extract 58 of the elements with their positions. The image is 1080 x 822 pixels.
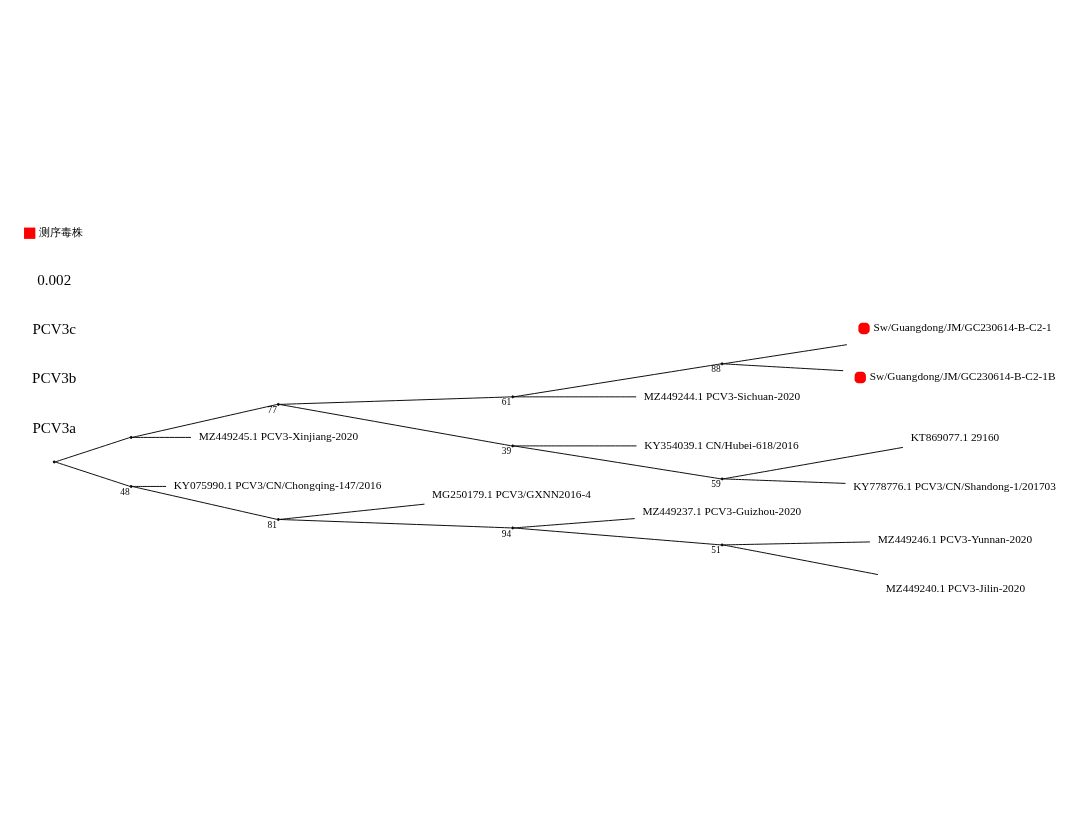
connector [131, 436, 192, 438]
connector [722, 446, 904, 480]
label: PCV3b [32, 370, 77, 387]
node-text: MZ449244.1 PCV3-Sichuan-2020 [643, 389, 801, 402]
node-point [276, 517, 280, 521]
label: PCV3a [32, 419, 76, 436]
connector [513, 518, 636, 529]
node-point [720, 543, 724, 547]
connector [279, 519, 513, 529]
node-label: 39 [501, 446, 512, 457]
node-label: 88 [711, 364, 721, 375]
node-label: 81 [267, 520, 277, 531]
node-point [129, 435, 133, 439]
node-text: KT869077.1 29160 [910, 431, 1000, 444]
node-label: 59 [711, 479, 721, 490]
node-point [720, 362, 724, 366]
node-text: MZ449245.1 PCV3-Xinjiang-2020 [198, 430, 359, 443]
node-text: MZ449237.1 PCV3-Guizhou-2020 [642, 504, 802, 517]
node-point [511, 444, 515, 448]
node-point [720, 477, 724, 481]
connector [131, 485, 167, 487]
node-text: KY075990.1 PCV3/CN/Chongqing-147/2016 [173, 479, 382, 492]
node-text: KY354039.1 CN/Hubei-618/2016 [644, 438, 799, 451]
connector [513, 445, 722, 480]
node-label: 94 [501, 528, 512, 539]
node-label: 61 [501, 397, 512, 408]
node-point [276, 402, 280, 406]
connector [513, 445, 637, 447]
connector [513, 396, 637, 398]
node-label: Sw/Guangdong/JM/GC230614-B-C2-1B [869, 370, 1056, 383]
connector [722, 344, 848, 365]
node-text: KY778776.1 PCV3/CN/Shandong-1/201703 [853, 480, 1056, 493]
connector [131, 403, 278, 438]
legend-label: 测序毒株 [39, 226, 84, 239]
node-text: MG250179.1 PCV3/GXNN2016-4 [432, 487, 591, 500]
node-label: 51 [711, 545, 721, 556]
node-text: MZ449240.1 PCV3-Jilin-2020 [885, 582, 1026, 595]
connector [279, 503, 425, 520]
label: PCV3c [32, 321, 76, 338]
node-text: MZ449246.1 PCV3-Yunnan-2020 [877, 533, 1033, 546]
node-label: 48 [120, 487, 130, 498]
connector [722, 541, 871, 546]
node-point [129, 484, 133, 488]
node-point [511, 526, 515, 530]
connector [131, 486, 278, 520]
connector [722, 363, 844, 372]
label: 0.002 [37, 272, 72, 289]
node-label: Sw/Guangdong/JM/GC230614-B-C2-1 [873, 321, 1052, 334]
node-point [511, 395, 515, 399]
connector [54, 437, 131, 463]
connector [722, 478, 846, 484]
connector [279, 403, 513, 447]
connector [513, 527, 722, 546]
connector [54, 461, 131, 487]
node-label: 77 [267, 404, 277, 415]
connector [513, 363, 722, 398]
node-point [52, 460, 56, 464]
connector [722, 544, 879, 576]
